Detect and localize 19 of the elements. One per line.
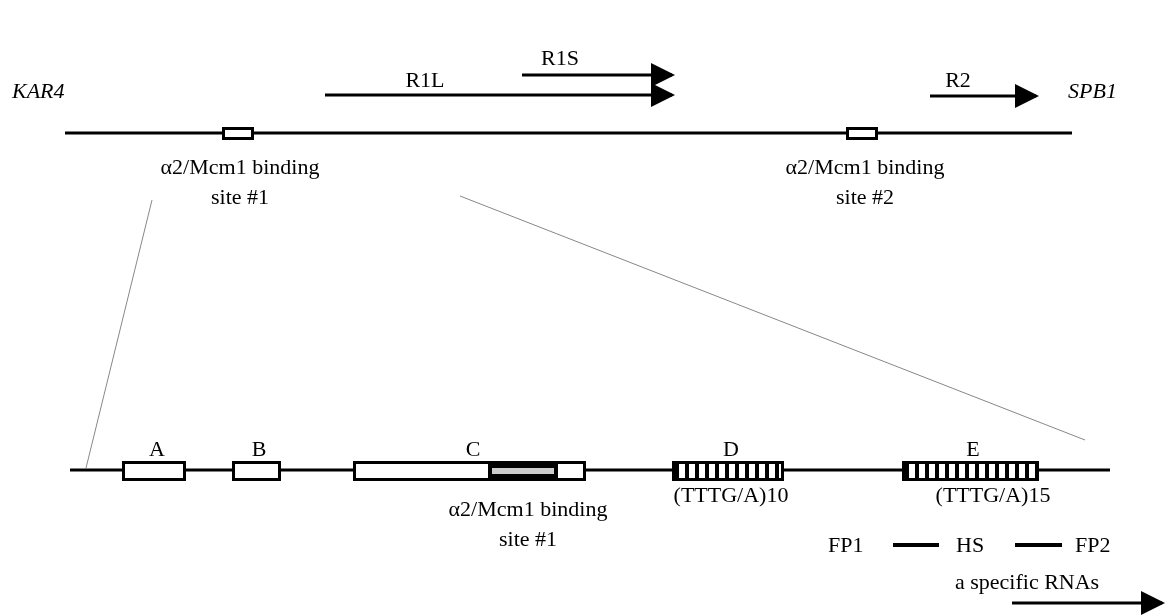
binding-site-label: α2/Mcm1 binding site #2 (784, 153, 946, 211)
region-letter: A (149, 436, 165, 462)
transcript-label: R1L (405, 67, 445, 93)
probe-label: FP1 (828, 532, 864, 558)
binding-site-label: α2/Mcm1 binding site #1 (447, 495, 609, 553)
region-letter: C (465, 436, 481, 462)
repeat-label: (TTTG/A)15 (935, 482, 1051, 508)
probe-label: HS (956, 532, 985, 558)
probe-label: FP2 (1075, 532, 1111, 558)
region-letter: E (966, 436, 980, 462)
transcript-label: R1S (541, 45, 579, 71)
region-letter: B (251, 436, 267, 462)
region-letter: D (723, 436, 739, 462)
transcript-label: R2 (945, 67, 971, 93)
rna-label: a specific RNAs (955, 569, 1100, 595)
gene-name: SPB1 (1068, 78, 1117, 104)
gene-name: KAR4 (12, 78, 65, 104)
repeat-label: (TTTG/A)10 (673, 482, 789, 508)
binding-site-label: α2/Mcm1 binding site #1 (159, 153, 321, 211)
